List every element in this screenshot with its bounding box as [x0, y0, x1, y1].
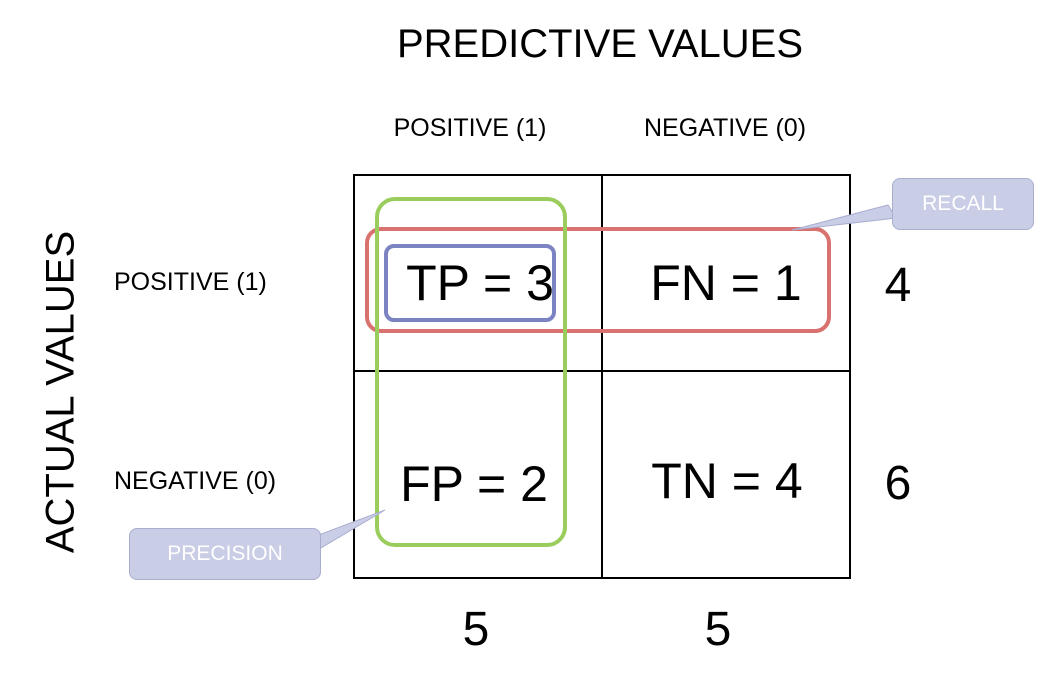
cell-true-negative: TN = 4	[651, 453, 803, 509]
actual-values-title-text: ACTUAL VALUES	[38, 230, 83, 554]
column-header-negative: NEGATIVE (0)	[643, 114, 807, 142]
predictive-values-title: PREDICTIVE VALUES	[396, 22, 804, 66]
matrix-horizontal-divider	[353, 370, 851, 372]
row-header-negative: NEGATIVE (0)	[114, 467, 277, 495]
column-total-negative: 5	[704, 603, 732, 656]
cell-true-positive: TP = 3	[406, 255, 554, 311]
matrix-vertical-divider	[601, 174, 603, 579]
row-header-positive: POSITIVE (1)	[114, 268, 267, 296]
column-header-positive: POSITIVE (1)	[393, 114, 547, 142]
recall-callout: RECALL	[892, 178, 1034, 230]
column-total-positive: 5	[462, 603, 490, 656]
cell-false-negative: FN = 1	[650, 255, 802, 311]
cell-false-positive: FP = 2	[400, 456, 548, 512]
row-total-positive: 4	[884, 259, 912, 312]
row-total-negative: 6	[884, 457, 912, 510]
precision-callout: PRECISION	[129, 528, 321, 580]
